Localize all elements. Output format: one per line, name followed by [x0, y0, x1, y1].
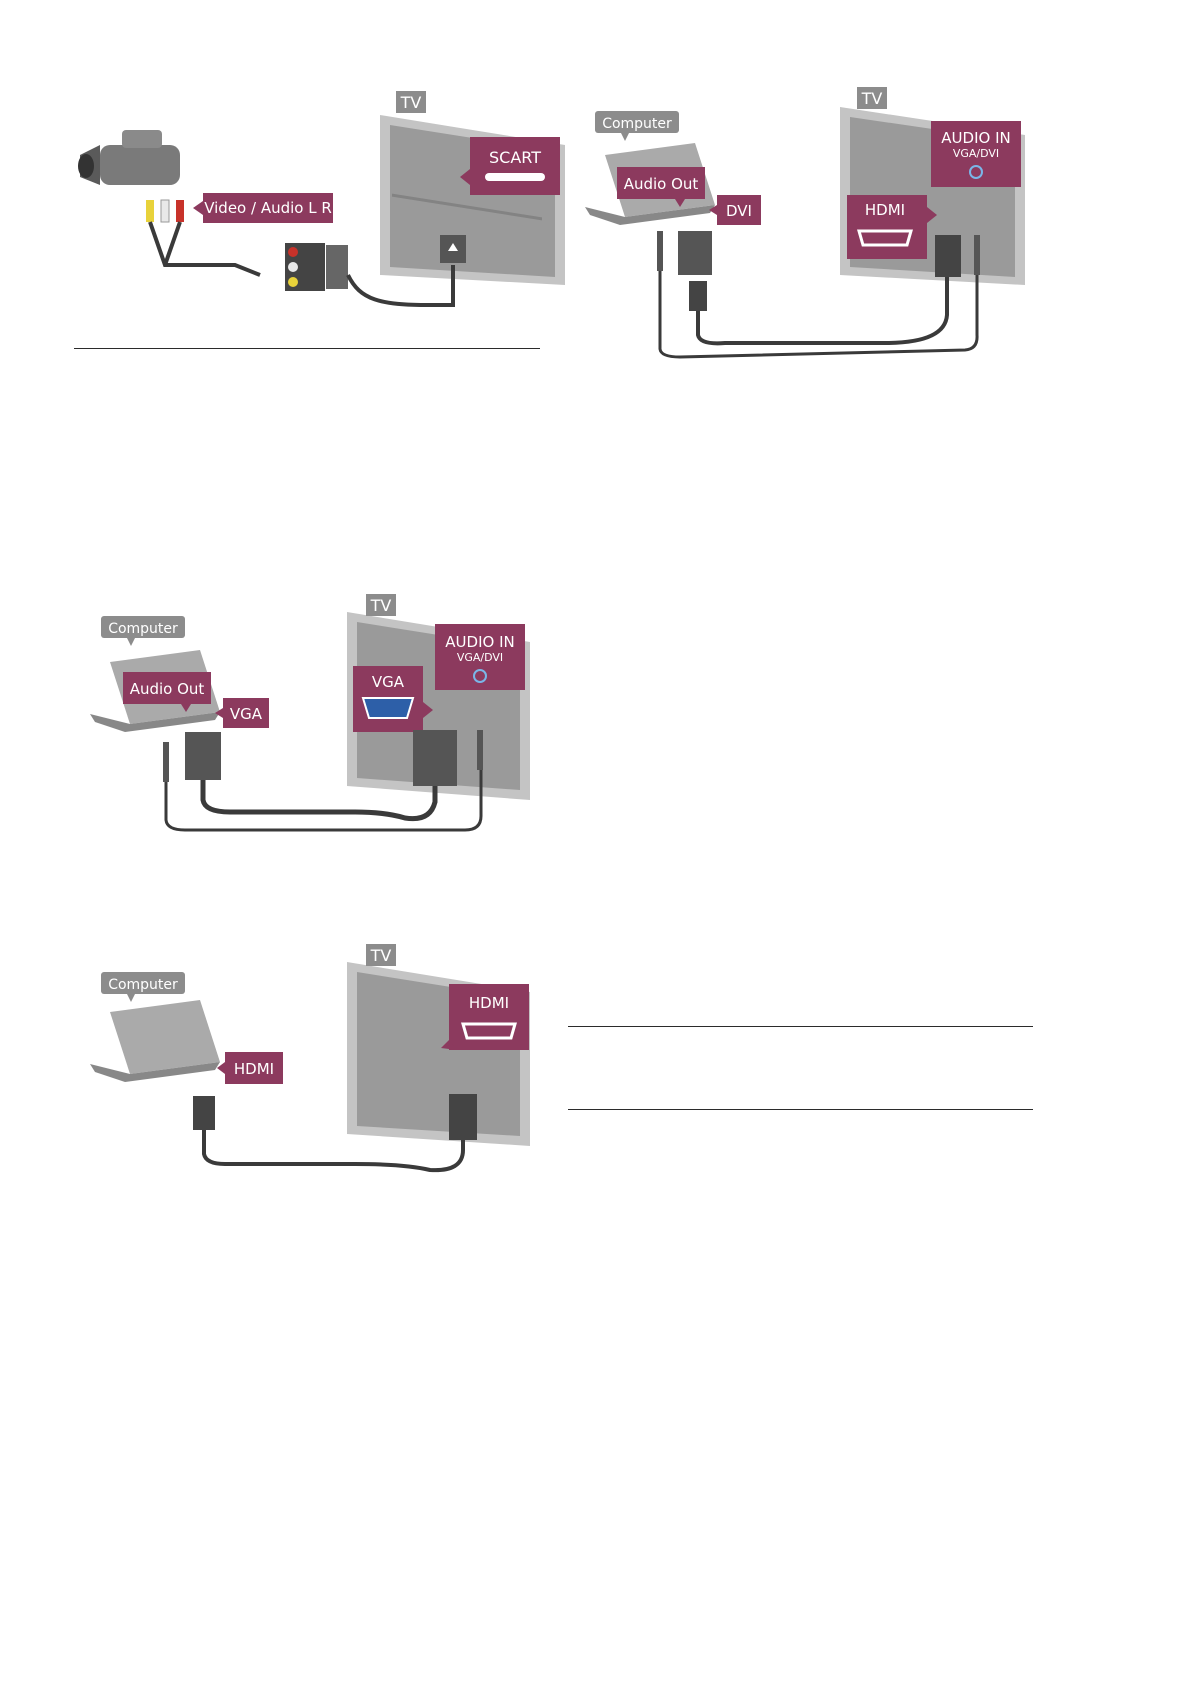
audio-jack-plug-tv-icon: [974, 235, 980, 275]
rca-plugs-icon: [146, 200, 184, 222]
rca-scart-adapter-icon: [285, 243, 348, 291]
audio-out-label: Audio Out: [130, 680, 205, 698]
hdmi-port-label: HDMI: [469, 994, 509, 1012]
audio-jack-plug-icon: [657, 231, 663, 271]
tv-label: TV: [370, 596, 392, 615]
figure-computer-hdmi: TV HDMI Computer HDMI: [85, 940, 555, 1180]
rca-cable-2: [165, 222, 180, 265]
rca-cable: [150, 222, 260, 275]
divider-right-2: [568, 1109, 1033, 1110]
laptop-icon: [90, 1000, 220, 1082]
audio-jack-plug-icon: [163, 742, 169, 782]
dvi-label: DVI: [726, 202, 752, 220]
figure-camcorder-scart: TV SCART Video / Audio L R: [60, 85, 570, 355]
vga-port-icon: [363, 698, 413, 718]
vga-connector-tv-icon: [413, 730, 457, 786]
hdmi-connector-label: HDMI: [234, 1060, 274, 1078]
video-audio-label: Video / Audio L R: [204, 199, 332, 217]
audio-in-sub: VGA/DVI: [457, 651, 503, 664]
divider-right-1: [568, 1026, 1033, 1027]
hdmi-plug-tv-icon: [449, 1094, 477, 1140]
audio-in-label: AUDIO IN: [941, 129, 1010, 147]
vga-connector-icon: [185, 732, 221, 780]
divider-left-top: [74, 348, 540, 349]
figure-computer-dvi: TV AUDIO IN VGA/DVI HDMI Computer Audio …: [585, 85, 1055, 370]
computer-label: Computer: [108, 977, 178, 993]
hdmi-port-label: HDMI: [865, 201, 905, 219]
audio-jack-plug-tv-icon: [477, 730, 483, 770]
vga-port-label: VGA: [372, 673, 405, 691]
hdmi-cable: [698, 277, 947, 343]
tv-label: TV: [400, 93, 422, 112]
tv-label: TV: [370, 946, 392, 965]
dvi-connector-icon: [678, 231, 712, 275]
computer-label: Computer: [602, 116, 672, 132]
scart-port-icon: [485, 173, 545, 181]
figure-computer-vga: TV AUDIO IN VGA/DVI VGA Computer Audio O…: [85, 590, 555, 875]
scart-port-label: SCART: [489, 148, 541, 167]
camcorder-icon: [78, 130, 180, 185]
vga-connector-label: VGA: [230, 705, 263, 723]
hdmi-plug-icon: [689, 281, 707, 311]
computer-label: Computer: [108, 621, 178, 637]
audio-in-label: AUDIO IN: [445, 633, 514, 651]
tv-label: TV: [861, 89, 883, 108]
audio-in-sub: VGA/DVI: [953, 147, 999, 160]
audio-out-label: Audio Out: [624, 175, 699, 193]
hdmi-plug-tv-icon: [935, 235, 961, 277]
hdmi-plug-icon: [193, 1096, 215, 1130]
